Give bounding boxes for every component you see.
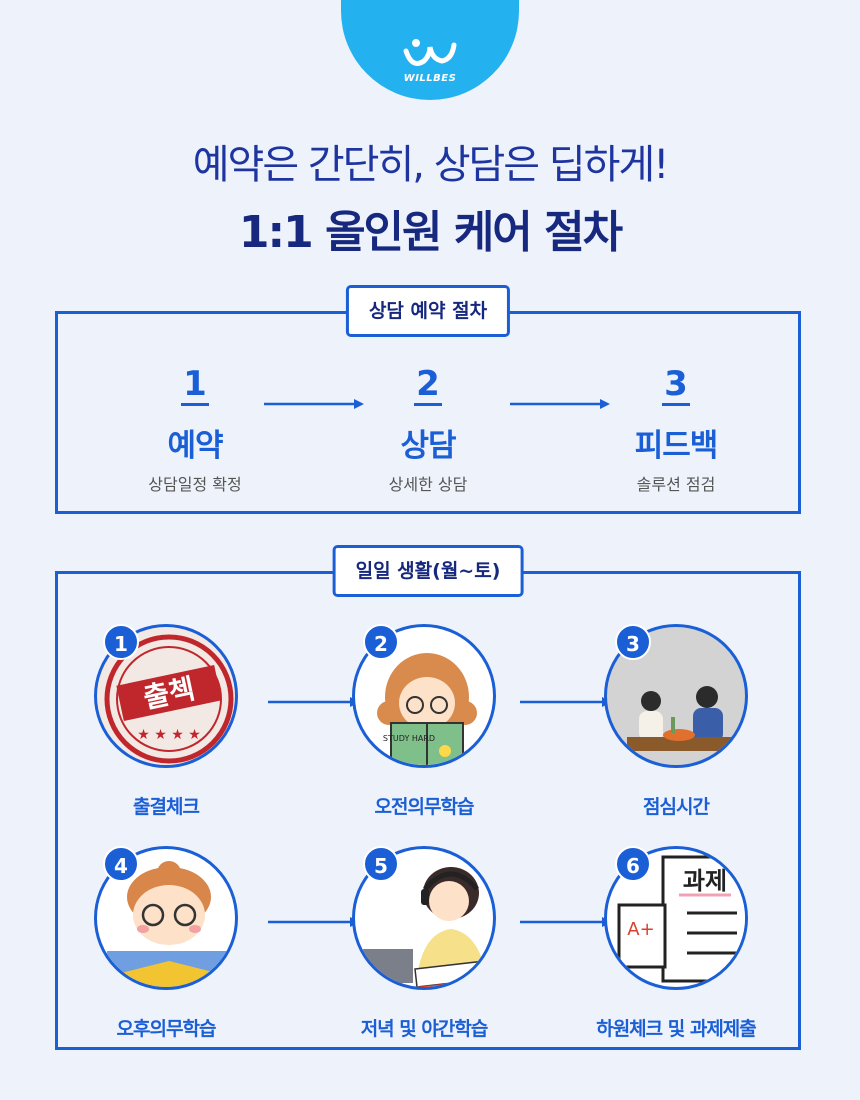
morning-study-illustration: STUDY HARD (352, 624, 496, 768)
arrow-right-icon (510, 399, 610, 409)
daily-item-4: 4 오후의무학습 (46, 846, 286, 1041)
step-badge: 5 (363, 846, 399, 882)
daily-label: 하원체크 및 과제제출 (596, 1018, 757, 1040)
daily-item-3: 3 점심시간 (556, 624, 796, 819)
step-subtitle: 상담일정 확정 (148, 475, 242, 494)
brand-name: WILLBES (403, 73, 457, 84)
daily-label: 오후의무학습 (116, 1018, 217, 1040)
daily-label: 출결체크 (133, 796, 200, 818)
step-number: 1 (181, 364, 209, 406)
daily-title: 일일 생활(월~토) (332, 545, 524, 597)
stamp-text: 출첵 (140, 672, 197, 715)
step-title: 예약 (167, 428, 223, 464)
step-title: 피드백 (634, 428, 719, 464)
headline-line2: 1:1 올인원 케어 절차 (238, 207, 623, 258)
paper-text: 과제 (683, 867, 727, 895)
grade-text: A+ (627, 919, 654, 940)
headline-line1: 예약은 간단히, 상담은 딥하게! (192, 142, 670, 188)
step-badge: 1 (103, 624, 139, 660)
reservation-title: 상담 예약 절차 (345, 285, 511, 337)
reservation-step-2: 2 상담 상세한 상담 (328, 366, 528, 495)
daily-item-5: 5 저녁 및 야간학습 (304, 846, 544, 1041)
step-badge: 6 (615, 846, 651, 882)
lunch-illustration (604, 624, 748, 768)
step-subtitle: 솔루션 점검 (636, 475, 716, 494)
reservation-step-1: 1 예약 상담일정 확정 (95, 366, 295, 495)
step-number: 3 (662, 364, 690, 406)
brand-logo: WILLBES (341, 0, 519, 100)
step-number: 2 (414, 364, 442, 406)
daily-item-1: 출첵 ★ ★ ★ ★ 1 출결체크 (46, 624, 286, 819)
daily-item-6: 과제 A+ 6 하원체크 및 과제제출 (556, 846, 796, 1041)
daily-item-2: STUDY HARD 2 오전의무학습 (304, 624, 544, 819)
svg-text:★ ★ ★ ★: ★ ★ ★ ★ (137, 727, 201, 743)
step-badge: 3 (615, 624, 651, 660)
step-badge: 4 (103, 846, 139, 882)
daily-label: 점심시간 (643, 796, 710, 818)
step-subtitle: 상세한 상담 (388, 475, 468, 494)
step-badge: 2 (363, 624, 399, 660)
step-title: 상담 (400, 428, 456, 464)
daily-label: 오전의무학습 (374, 796, 475, 818)
willbes-logo-icon (403, 39, 457, 66)
reservation-box: 상담 예약 절차 1 예약 상담일정 확정 2 상담 상세한 상담 3 피드백 … (55, 285, 801, 514)
reservation-step-3: 3 피드백 솔루션 점검 (576, 366, 776, 495)
book-text: STUDY HARD (383, 734, 435, 743)
arrow-right-icon (264, 399, 364, 409)
daily-label: 저녁 및 야간학습 (360, 1018, 489, 1040)
daily-box: 일일 생활(월~토) 출첵 ★ ★ ★ ★ 1 출결체크 (55, 545, 801, 1050)
